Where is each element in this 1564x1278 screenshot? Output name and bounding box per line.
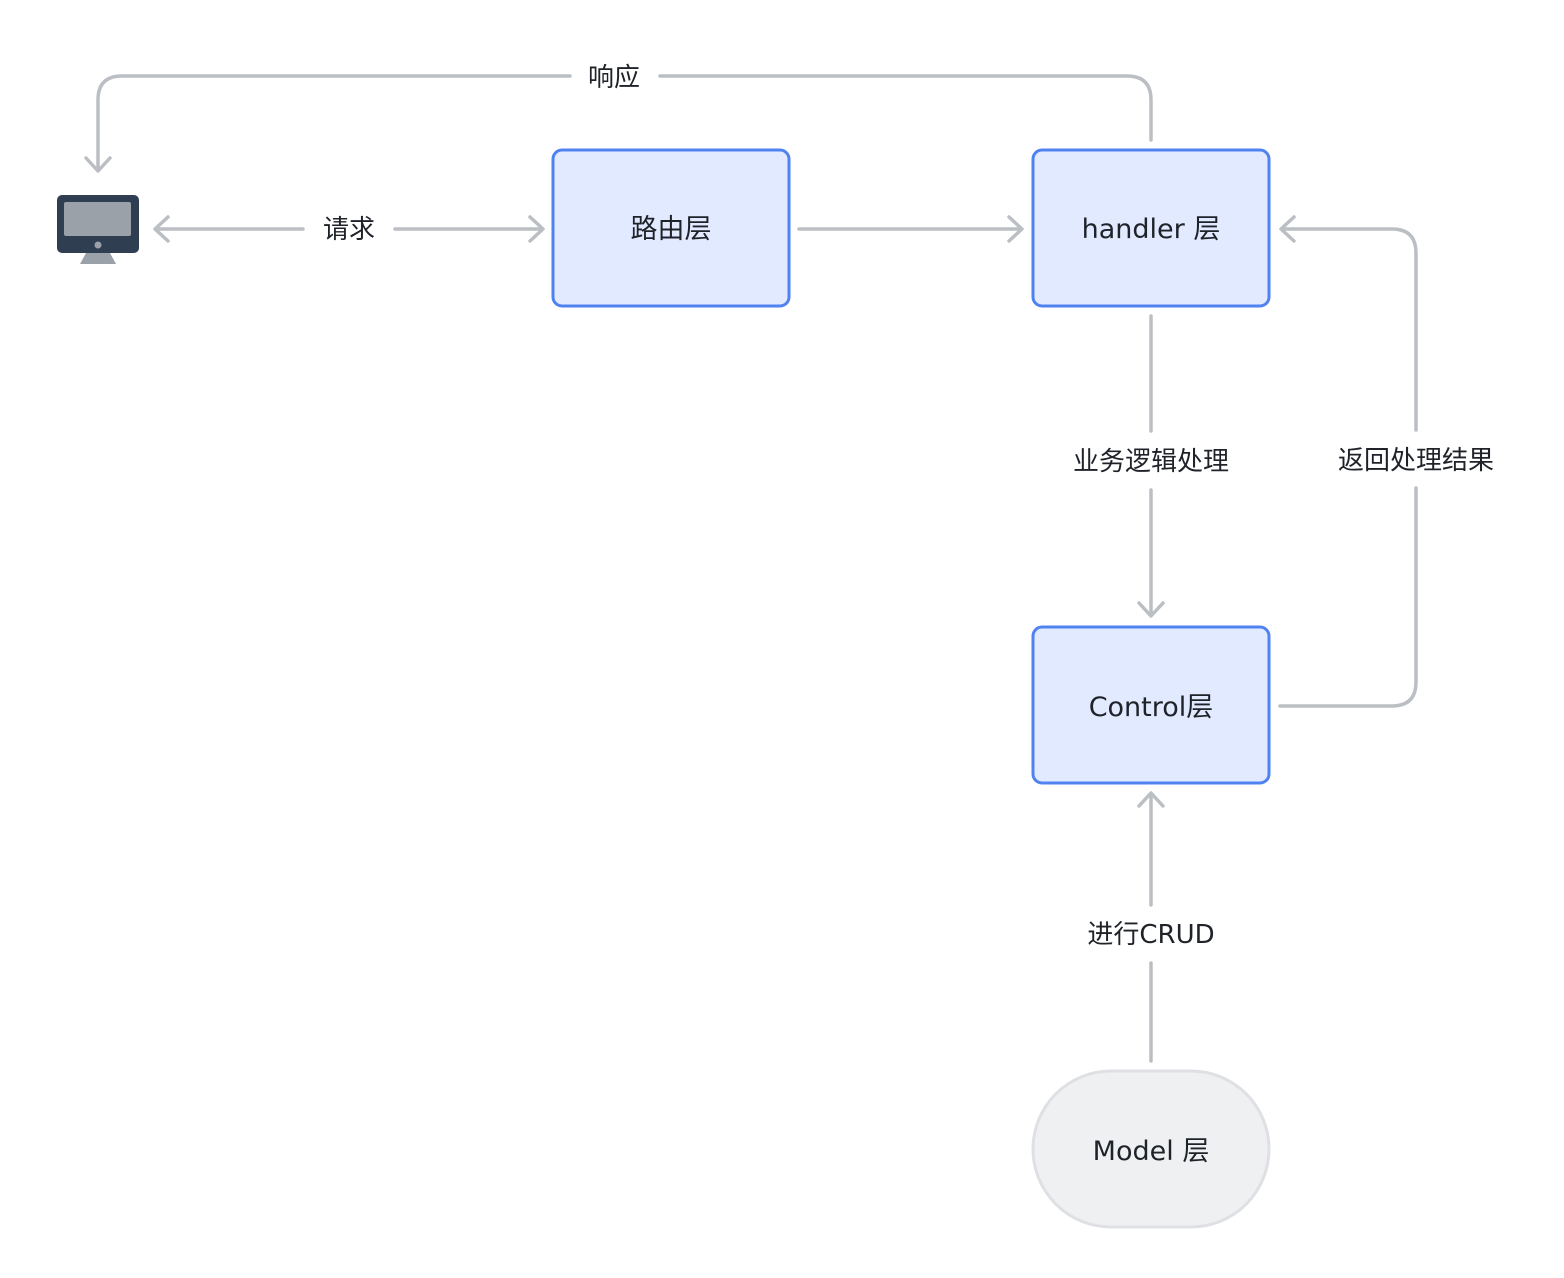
- response-label: 响应: [588, 63, 640, 93]
- handler-layer-label: handler 层: [1082, 214, 1221, 245]
- computer-monitor-icon: [57, 195, 139, 264]
- model-layer-label: Model 层: [1093, 1136, 1210, 1167]
- response-connector: [96, 74, 1153, 172]
- response-arrowhead: [84, 156, 112, 173]
- router-handler-arrowhead: [1007, 215, 1024, 243]
- router-layer-node: 路由层: [551, 148, 791, 308]
- crud-label: 进行CRUD: [1087, 920, 1214, 950]
- request-arrowhead-left: [153, 215, 170, 243]
- business-logic-arrowhead: [1137, 601, 1165, 618]
- crud-arrowhead: [1137, 791, 1165, 808]
- control-layer-node: Control层: [1031, 625, 1271, 785]
- router-layer-label: 路由层: [631, 214, 712, 245]
- handler-layer-node: handler 层: [1031, 148, 1271, 308]
- business-logic-label: 业务逻辑处理: [1073, 447, 1229, 477]
- return-result-arrowhead: [1279, 215, 1296, 243]
- control-layer-label: Control层: [1089, 692, 1214, 723]
- model-layer-node: Model 层: [1031, 1069, 1271, 1229]
- return-result-connector: [1278, 227, 1418, 708]
- return-result-label: 返回处理结果: [1338, 446, 1494, 476]
- request-arrowhead-right: [528, 215, 545, 243]
- request-label: 请求: [323, 215, 375, 245]
